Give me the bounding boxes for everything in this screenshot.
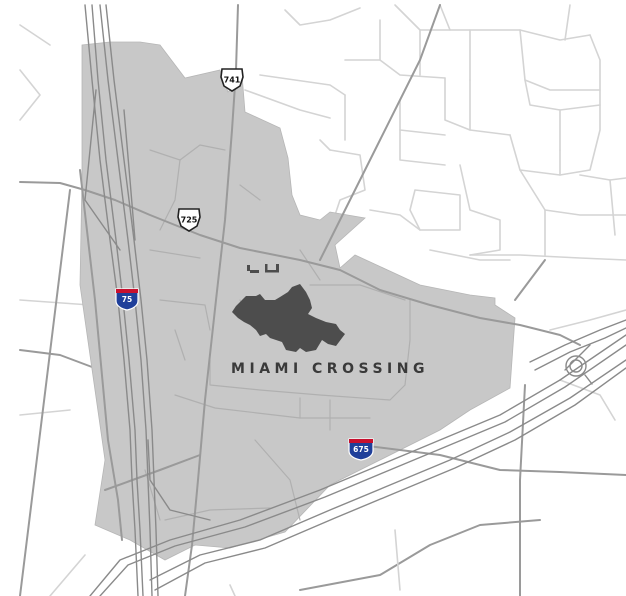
- arterial-roads: [19, 4, 626, 596]
- outbuilding: [265, 264, 268, 272]
- minor-streets: [244, 4, 626, 261]
- outbuilding: [276, 264, 279, 272]
- us-725-shield[interactable]: 725: [177, 208, 201, 232]
- buildings: [232, 264, 345, 352]
- shield-number: 741: [224, 76, 241, 85]
- outbuilding: [247, 265, 250, 271]
- interstate-shield-top: [116, 289, 138, 293]
- interstate-shield-icon: [115, 288, 139, 311]
- us-shield-icon: [177, 208, 201, 232]
- i-675-shield[interactable]: 675: [348, 438, 374, 461]
- i-75-shield[interactable]: 75: [115, 288, 139, 311]
- outbuilding: [265, 270, 279, 273]
- shield-number: 675: [353, 445, 369, 454]
- interstate-shield-top: [349, 439, 373, 443]
- interstate-75: [84, 4, 211, 596]
- outbuilding: [250, 270, 259, 273]
- shield-number: 725: [181, 216, 198, 225]
- mall-building: [232, 284, 345, 352]
- us-741-shield[interactable]: 741: [220, 68, 244, 92]
- interstate-shield-icon: [348, 438, 374, 461]
- district-streets: [144, 144, 411, 521]
- outer-roads: [19, 24, 626, 596]
- interstate-675: [89, 319, 626, 596]
- district-label: MIAMI CROSSING: [231, 361, 429, 377]
- shield-number: 75: [122, 295, 132, 304]
- us-shield-icon: [220, 68, 244, 92]
